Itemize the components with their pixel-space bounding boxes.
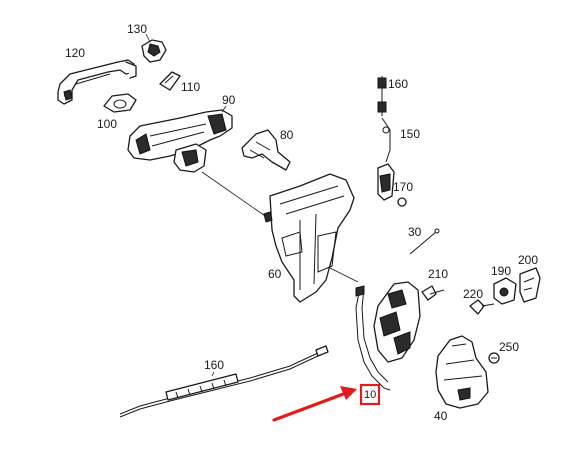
part-30-rod [409, 228, 440, 255]
part-130-handle-cap [141, 33, 167, 63]
part-250-screw [421, 285, 445, 301]
callout-10: 10 [364, 389, 377, 401]
highlight-arrow [272, 386, 357, 422]
part-200-striker [493, 277, 517, 305]
part-170-rod [381, 117, 391, 163]
part-220-screw [469, 299, 495, 315]
callout-30: 30 [408, 225, 422, 239]
callout-80: 80 [280, 128, 294, 142]
callout-120: 120 [65, 46, 86, 60]
part-210-plate [519, 267, 541, 303]
callout-210: 200 [518, 253, 539, 267]
callout-60: 60 [268, 267, 282, 281]
part-150-clip [377, 163, 407, 207]
callout-150: 170 [393, 180, 414, 194]
part-80-lever [241, 129, 291, 171]
part-110-gasket [159, 71, 181, 91]
callout-260: 250 [499, 340, 520, 354]
callout-170: 150 [400, 127, 421, 141]
callout-220: 220 [463, 287, 484, 301]
part-260-screw [488, 352, 500, 364]
part-90-handle-carrier [127, 105, 233, 173]
part-120-outer-handle [57, 59, 137, 105]
callout-200: 190 [491, 264, 512, 278]
callout-190: 160 [388, 77, 409, 91]
callout-40: 40 [434, 409, 448, 423]
callout-100: 100 [97, 117, 118, 131]
callout-250: 210 [428, 267, 449, 281]
highlight-box [359, 383, 381, 406]
part-160-cable [119, 345, 329, 418]
callout-90: 90 [222, 93, 236, 107]
part-190-spring [377, 76, 387, 116]
callout-130: 130 [127, 22, 148, 36]
part-40-lock-cover [435, 335, 489, 409]
part-60-inner-carrier [263, 173, 359, 303]
part-10-door-lock [355, 281, 421, 391]
callout-160: 160 [204, 358, 225, 372]
part-100-gasket [103, 93, 137, 113]
callout-110: 110 [181, 80, 201, 94]
